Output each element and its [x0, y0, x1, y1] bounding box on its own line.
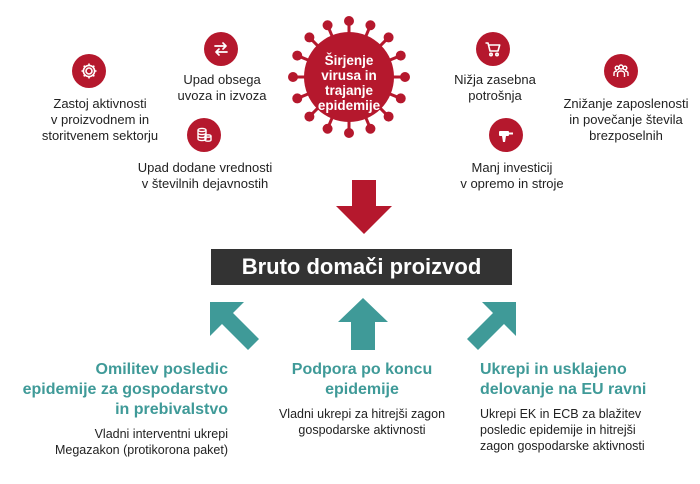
measure-sub-line: gospodarske aktivnosti	[298, 423, 426, 437]
effect-private-consumption: Nižja zasebna potrošnja	[447, 72, 543, 104]
virus-spike-tip	[400, 72, 410, 82]
effect-line: Znižanje zaposlenosti	[563, 96, 689, 111]
measure-sub-line: zagon gospodarske aktivnosti	[480, 439, 645, 453]
drill-icon	[489, 118, 523, 152]
effect-production-stop: Zastoj aktivnosti v proizvodnem in stori…	[30, 96, 170, 144]
measure-title-line: Omilitev posledic	[95, 361, 228, 378]
exchange-arrows-icon	[204, 32, 238, 66]
virus-spike-tip	[304, 32, 315, 43]
measure-title-line: in prebivalstvo	[115, 401, 228, 418]
virus-spike-tip	[292, 93, 303, 104]
shopping-cart-icon	[476, 32, 510, 66]
virus-line-2: virusa in	[321, 68, 377, 83]
arrow-up-icon	[338, 298, 388, 350]
gdp-label: Bruto domači proizvod	[241, 254, 482, 279]
virus-line-3: trajanje	[324, 83, 374, 98]
arrow-up-right-icon	[467, 302, 516, 350]
measure-sub-line: Vladni ukrepi za hitrejši zagon	[278, 407, 446, 421]
virus-spike-tip	[292, 50, 303, 61]
effect-line: in povečanje števila	[569, 112, 683, 127]
effect-line: Manj investicij	[471, 160, 553, 175]
people-icon	[604, 54, 638, 88]
effect-line: brezposelnih	[589, 128, 663, 143]
virus-spike-tip	[395, 50, 406, 61]
gear-icon	[72, 54, 106, 88]
measure-sub-line: posledic epidemije in hitrejši	[480, 423, 636, 437]
measure-mitigation: Omilitev posledic epidemije za gospodars…	[0, 360, 228, 458]
measure-post-epidemic-support: Podpora po koncu epidemije Vladni ukrepi…	[262, 360, 462, 438]
effect-line: Zastoj aktivnosti	[53, 96, 147, 111]
effect-line: uvoza in izvoza	[177, 88, 267, 103]
effect-line: Upad dodane vrednosti	[137, 160, 273, 175]
virus-spike-tip	[365, 123, 376, 134]
virus-line-1: Širjenje	[324, 53, 374, 68]
measure-title-line: Podpora po koncu	[291, 361, 433, 378]
virus-graphic	[288, 16, 410, 138]
effect-line: potrošnja	[468, 88, 522, 103]
coins-icon	[187, 118, 221, 152]
virus-spike-tip	[322, 123, 333, 134]
virus-line-4: epidemije	[317, 98, 381, 113]
arrow-up-left-icon	[210, 302, 259, 350]
measure-title-line: delovanje na EU ravni	[480, 381, 647, 398]
gdp-box: Bruto domači proizvod	[211, 249, 512, 285]
effect-line: Nižja zasebna	[454, 72, 536, 87]
measure-sub-line: Vladni interventni ukrepi	[94, 427, 228, 441]
virus-spike-tip	[344, 16, 354, 26]
virus-spike-tip	[365, 20, 376, 31]
effect-line: Upad obsega	[183, 72, 261, 87]
measure-title-line: Ukrepi in usklajeno	[480, 361, 627, 378]
measure-sub-line: Ukrepi EK in ECB za blažitev	[480, 407, 642, 421]
measure-title-line: epidemije	[325, 381, 399, 398]
virus-label: Širjenje virusa in trajanje epidemije	[296, 53, 402, 113]
effect-trade-decline: Upad obsega uvoza in izvoza	[162, 72, 282, 104]
effect-line: storitvenem sektorju	[41, 128, 159, 143]
virus-spike-tip	[322, 20, 333, 31]
effect-line: v številnih dejavnostih	[141, 176, 269, 191]
virus-spike-tip	[395, 93, 406, 104]
virus-spike-tip	[288, 72, 298, 82]
effect-line: v opremo in stroje	[460, 176, 564, 191]
effect-value-added-decline: Upad dodane vrednosti v številnih dejavn…	[130, 160, 280, 192]
measure-sub-line: Megazakon (protikorona paket)	[54, 443, 228, 457]
virus-spike-tip	[344, 128, 354, 138]
effect-unemployment: Znižanje zaposlenosti in povečanje števi…	[556, 96, 696, 144]
virus-spike-tip	[304, 111, 315, 122]
arrow-down-icon	[336, 180, 392, 234]
measure-eu-level: Ukrepi in usklajeno delovanje na EU ravn…	[480, 360, 695, 454]
measure-title-line: epidemije za gospodarstvo	[22, 381, 228, 398]
virus-spike-tip	[383, 111, 394, 122]
effect-investment-decline: Manj investicij v opremo in stroje	[447, 160, 577, 192]
virus-spike-tip	[383, 32, 394, 43]
effect-line: v proizvodnem in	[50, 112, 150, 127]
